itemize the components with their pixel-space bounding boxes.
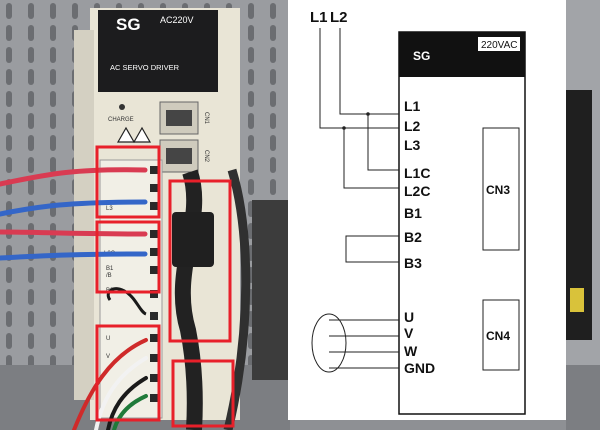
terminal-label-b1: B1 [106, 266, 114, 272]
terminal-b3: B3 [404, 255, 422, 271]
terminal-label-u: U [106, 336, 110, 342]
terminal-screws [150, 166, 158, 402]
terminal-b1: B1 [404, 205, 422, 221]
input-label-l2: L2 [330, 9, 348, 26]
terminal-v: V [404, 325, 414, 341]
charge-led [119, 104, 125, 110]
terminal-b2: B2 [404, 229, 422, 245]
highlight-control-power [95, 220, 161, 294]
input-label-l1: L1 [310, 9, 328, 26]
mount-rail-right [566, 365, 600, 430]
terminal-u: U [404, 309, 414, 325]
terminal-gnd: GND [404, 360, 435, 376]
photo-model-label: AC SERVO DRIVER [110, 63, 180, 72]
terminal-l2: L2 [404, 118, 421, 134]
side-cable [223, 168, 251, 430]
photo-brand-logo: SG [116, 15, 141, 34]
wiring-diagram: L1 L2 SG 220VAC L1 L2 [288, 0, 566, 420]
highlight-mains-input [95, 145, 161, 219]
terminal-l3: L3 [404, 137, 421, 153]
cn4-label: CN4 [486, 329, 510, 343]
junction-dots [342, 112, 370, 130]
yellow-tag [570, 288, 584, 312]
cn3-box [482, 127, 520, 251]
base-block [252, 200, 290, 380]
drive-voltage-badge [478, 37, 520, 51]
cn2-label: CN2 [203, 150, 209, 163]
adjacent-device-photo [566, 0, 600, 430]
terminal-l1c: L1C [404, 165, 430, 181]
motor-cable-symbol [311, 313, 347, 373]
terminal-l1: L1 [404, 98, 421, 114]
terminal-l2c: L2C [404, 183, 430, 199]
cn4-box [482, 299, 520, 371]
drive-voltage-label: 220VAC [481, 40, 518, 51]
cn1-label: CN1 [203, 112, 209, 125]
power-wires [0, 167, 148, 261]
driver-top-plate [98, 10, 218, 92]
brake-jumper-line [345, 235, 399, 263]
highlight-motor-output [95, 324, 161, 422]
highlight-boxes [95, 145, 235, 428]
terminal-label-v: V [106, 354, 110, 360]
terminal-label-l3: L3 [106, 206, 113, 212]
warning-icon [132, 126, 152, 143]
cn3-label: CN3 [486, 183, 510, 197]
highlight-ground [171, 359, 235, 428]
charge-label: CHARGE [108, 117, 134, 123]
servo-driver-photo: SG AC220V AC SERVO DRIVER CHARGE CN1 CN2… [0, 0, 290, 430]
photo-voltage-label: AC220V [160, 15, 194, 25]
warning-icon [116, 126, 136, 143]
terminal-label-b1-sub: /B [106, 273, 112, 279]
encoder-plug [172, 212, 214, 267]
motor-wiring [329, 319, 399, 369]
highlight-encoder [168, 179, 232, 343]
input-wiring [319, 28, 399, 189]
drive-brand-label: SG [413, 49, 430, 63]
driver-side-panel [74, 30, 94, 400]
terminal-w: W [404, 343, 418, 359]
